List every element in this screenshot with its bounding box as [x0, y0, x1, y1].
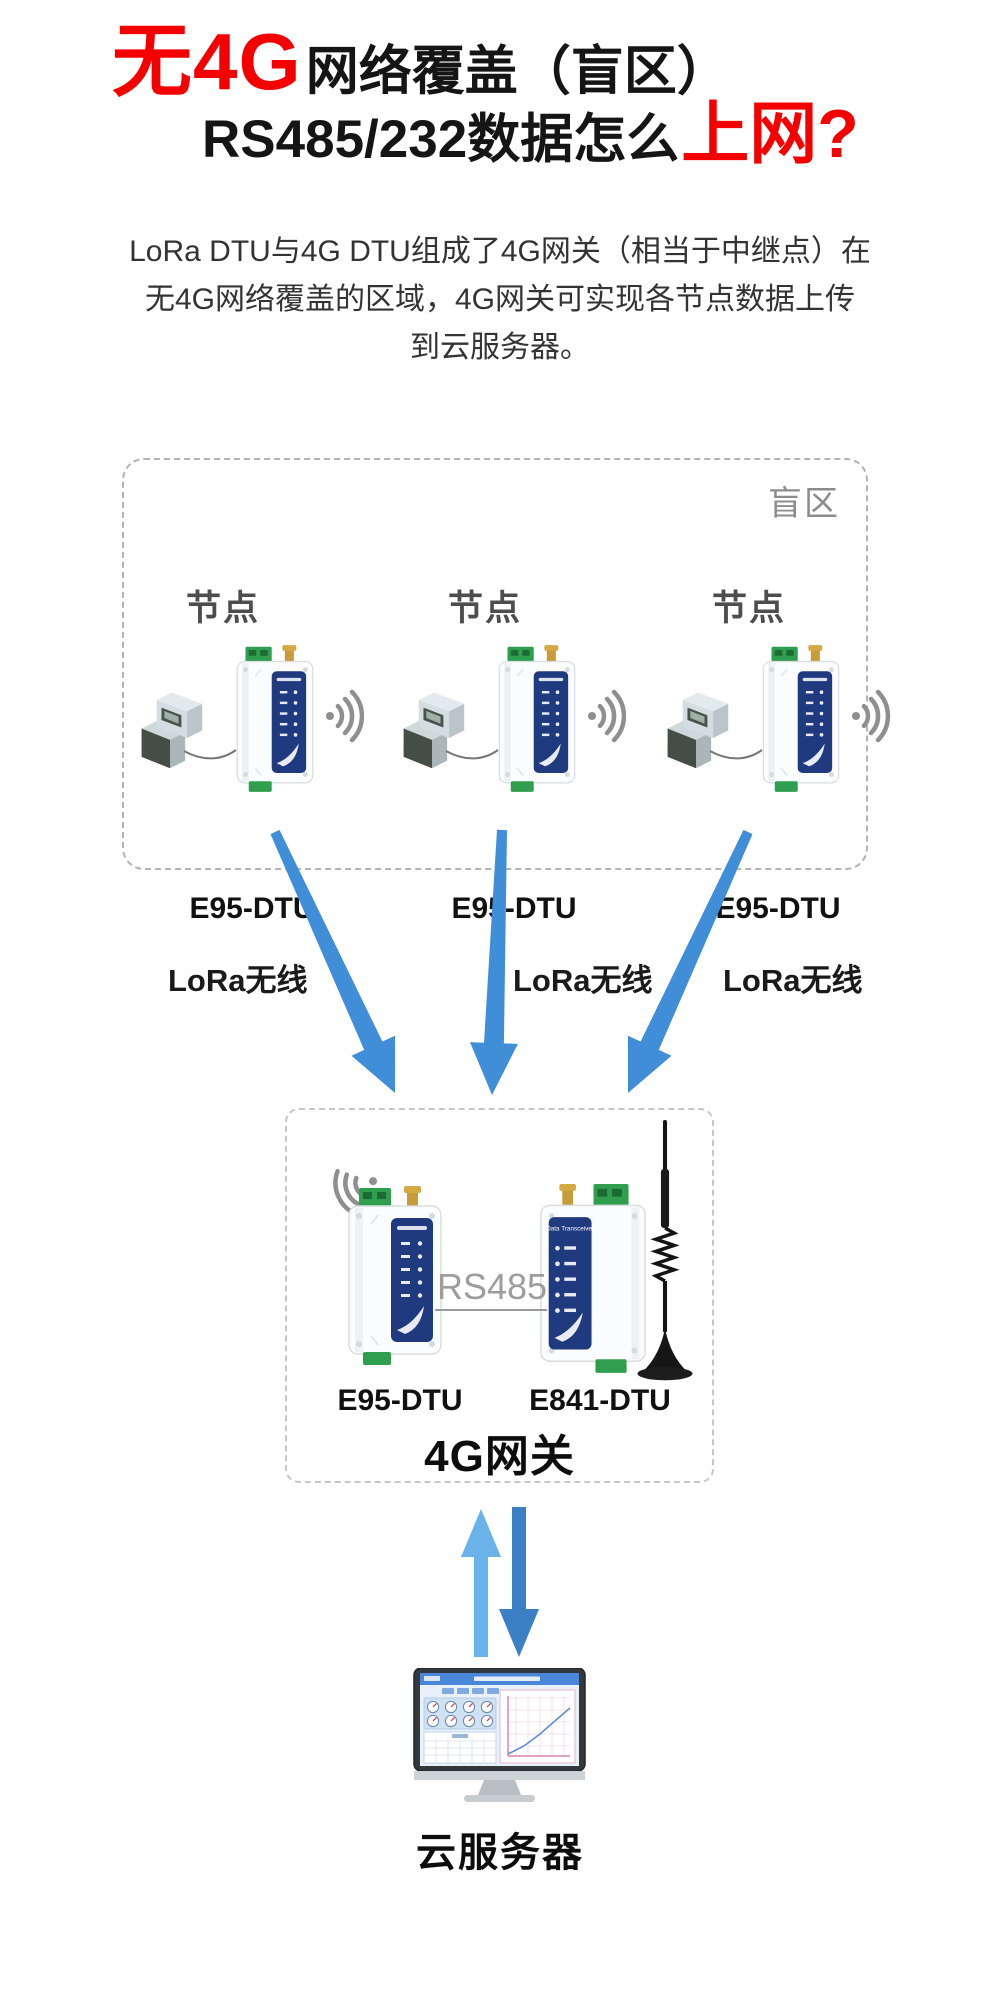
down-arrow-icon: [499, 1507, 539, 1657]
title-highlight-no4g: 无4G: [112, 17, 302, 106]
blind-zone-box: 盲区 节点 E95-DTU 节点: [122, 458, 891, 925]
node-device-label: E95-DTU: [715, 892, 841, 925]
lora-link-label: LoRa无线: [168, 963, 308, 998]
node-title: 节点: [712, 589, 787, 628]
down-arrow-icon: [270, 829, 396, 1093]
wifi-signal-icon: [326, 689, 365, 743]
title-highlight-online: 上网?: [681, 96, 859, 172]
title-text-coverage: 网络覆盖（盲区）: [305, 42, 730, 101]
intro-line: 到云服务器。: [410, 331, 590, 364]
cloud-server-caption: 云服务器: [416, 1831, 584, 1875]
wifi-signal-icon: [588, 689, 627, 743]
sensor-device-icon: [667, 692, 729, 769]
cable: [445, 749, 499, 760]
gateway-device-label-right: E841-DTU: [529, 1384, 671, 1417]
title-text-rs485: RS485/232数据怎么: [202, 110, 680, 169]
up-arrow-icon: [461, 1509, 501, 1657]
node-1: 节点 E95-DTU: [134, 580, 384, 930]
gateway-caption: 4G网关: [424, 1432, 575, 1481]
gateway-box: RS485 E95-DTU E841-DTU 4G网关: [285, 1108, 714, 1483]
node-title: 节点: [448, 589, 523, 628]
node-device-graphic: [667, 638, 891, 818]
e95-dtu-device-icon: [499, 645, 574, 792]
node-device-graphic: [403, 638, 627, 818]
cable: [709, 749, 763, 760]
e95-dtu-device-icon: [763, 645, 838, 792]
e95-dtu-device-icon: [237, 645, 312, 792]
intro-line: 无4G网络覆盖的区域，4G网关可实现各节点数据上传: [144, 283, 856, 316]
down-arrow-icon: [627, 829, 753, 1093]
up-down-sync-arrows-icon: [461, 1507, 539, 1657]
rs485-bus-label: RS485: [436, 1266, 548, 1307]
wifi-signal-icon: [852, 689, 891, 743]
node-title: 节点: [186, 589, 261, 628]
lora-link-label: LoRa无线: [513, 963, 653, 998]
lora-arrows-graphic: [270, 829, 753, 1095]
blind-zone-label: 盲区: [768, 485, 840, 523]
page-title-line1: 无4G 网络覆盖（盲区）: [112, 22, 730, 102]
down-arrow-icon: [470, 829, 518, 1095]
intro-paragraph: LoRa DTU与4G DTU组成了4G网关（相当于中继点）在 无4G网络覆盖的…: [0, 228, 1000, 372]
cable: [183, 749, 237, 760]
gateway-device-label-left: E95-DTU: [337, 1384, 463, 1417]
rs485-bus-line: [435, 1309, 547, 1311]
node-device-label: E95-DTU: [189, 892, 315, 925]
lora-link-label: LoRa无线: [723, 963, 863, 998]
node-2: 节点 E95-DTU: [396, 580, 646, 930]
sensor-device-icon: [141, 692, 203, 769]
intro-line: LoRa DTU与4G DTU组成了4G网关（相当于中继点）在: [129, 235, 871, 268]
page-title-line2: RS485/232数据怎么 上网?: [202, 100, 859, 168]
node-device-label: E95-DTU: [451, 892, 577, 925]
antenna-icon: [635, 1118, 695, 1383]
cloud-server-monitor-icon: [413, 1668, 586, 1803]
node-3: 节点 E95-DTU: [660, 580, 910, 930]
node-device-graphic: [141, 638, 365, 818]
sensor-device-icon: [403, 692, 465, 769]
